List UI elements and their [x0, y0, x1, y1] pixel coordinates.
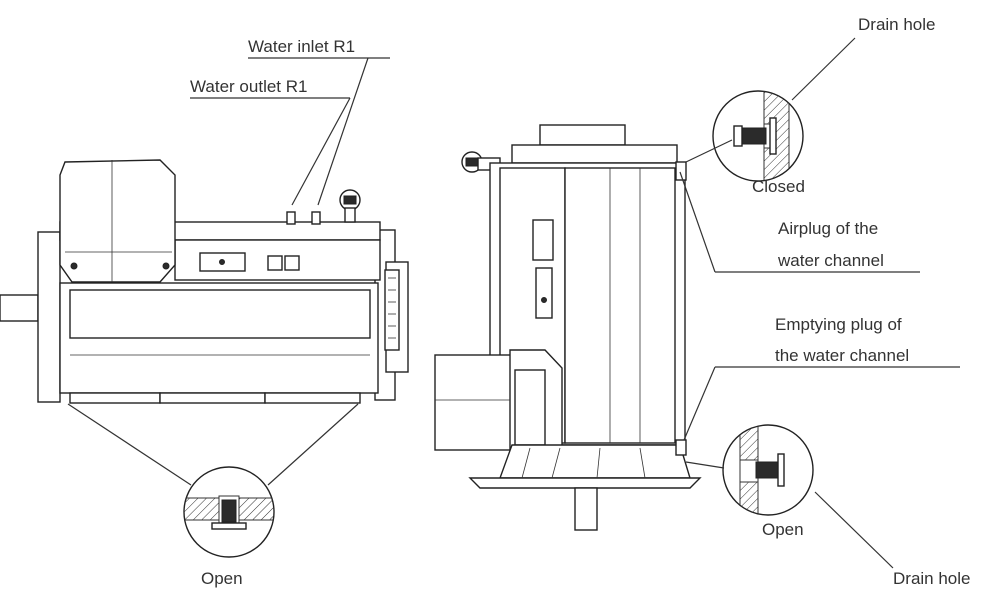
- label-airplug-line2: water channel: [777, 251, 884, 270]
- closed-detail-leader: [685, 139, 733, 163]
- label-water-outlet: Water outlet R1: [190, 77, 307, 96]
- airplug-leader: [679, 171, 716, 273]
- label-open-left: Open: [201, 569, 243, 588]
- open-right-detail-leader: [685, 461, 725, 469]
- label-open-right: Open: [762, 520, 804, 539]
- emptying-leader: [683, 366, 716, 441]
- left-motor-drawing: [0, 159, 409, 404]
- label-water-inlet: Water inlet R1: [248, 37, 355, 56]
- label-emptying-line1: Emptying plug of: [775, 315, 902, 334]
- drain-hole-top-leader: [791, 37, 856, 101]
- right-motor-drawing: [434, 124, 702, 531]
- left-detail-leader-2: [267, 403, 359, 486]
- label-drain-hole-top: Drain hole: [858, 15, 936, 34]
- label-closed: Closed: [752, 177, 805, 196]
- water-outlet-leader: [291, 97, 351, 206]
- label-drain-hole-bottom: Drain hole: [893, 569, 971, 588]
- label-emptying-line2: the water channel: [775, 346, 909, 365]
- water-inlet-leader: [317, 57, 369, 206]
- drain-hole-bottom-leader: [814, 491, 894, 569]
- left-detail-leader-1: [67, 403, 192, 486]
- label-airplug-line1: Airplug of the: [778, 219, 878, 238]
- bottom-detail-open-plug: [722, 424, 814, 516]
- left-detail-open-plug: [183, 466, 275, 558]
- top-detail-closed-plug: [712, 90, 804, 182]
